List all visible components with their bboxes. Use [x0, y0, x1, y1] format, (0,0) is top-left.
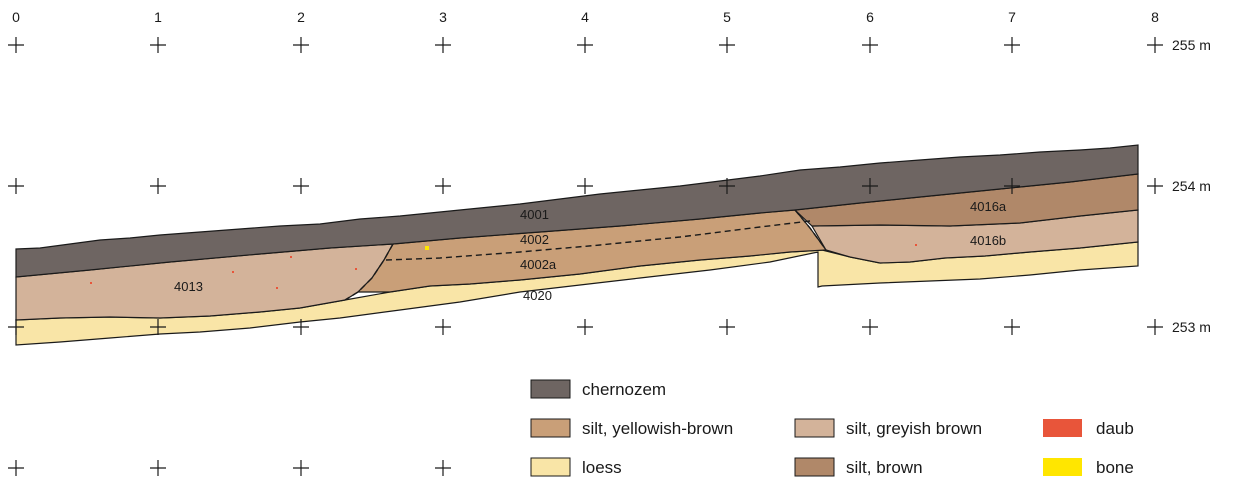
y-tick-label: 255 m: [1172, 37, 1211, 53]
grid-cross: [8, 460, 24, 476]
layer-label-4020: 4020: [523, 288, 552, 303]
legend-swatch: [794, 418, 835, 438]
legend-label: silt, yellowish-brown: [582, 419, 733, 438]
layer-label-4013: 4013: [174, 279, 203, 294]
legend-label: silt, brown: [846, 458, 923, 477]
daub-fragment: [915, 244, 917, 246]
layer-label-4001: 4001: [520, 207, 549, 222]
y-tick-label: 254 m: [1172, 178, 1211, 194]
legend-label: loess: [582, 458, 622, 477]
grid-cross: [1004, 319, 1020, 335]
daub-fragment: [90, 282, 92, 284]
grid-cross: [1147, 319, 1163, 335]
grid-cross: [1004, 178, 1020, 194]
layer-labels: 4001 4002 4002a 4013 4016a 4016b 4020: [174, 199, 1007, 303]
grid-cross: [293, 319, 309, 335]
legend-swatch: [530, 418, 571, 438]
x-tick-label: 6: [866, 9, 874, 25]
layer-label-4002: 4002: [520, 232, 549, 247]
x-tick-label: 4: [581, 9, 589, 25]
grid-cross: [577, 178, 593, 194]
y-axis-labels: 255 m 254 m 253 m: [1172, 37, 1211, 335]
grid-cross: [150, 319, 166, 335]
x-tick-label: 2: [297, 9, 305, 25]
layer-label-4016b: 4016b: [970, 233, 1006, 248]
grid-cross: [719, 319, 735, 335]
grid-cross: [435, 319, 451, 335]
legend-swatch: [1043, 458, 1082, 476]
legend-swatch: [530, 379, 571, 399]
grid-cross: [719, 178, 735, 194]
grid-cross: [150, 37, 166, 53]
legend-item-silt-brown: silt, brown: [794, 457, 923, 477]
grid-cross: [293, 37, 309, 53]
daub-fragment: [232, 271, 234, 273]
legend: chernozem silt, yellowish-brown loess si…: [530, 379, 1134, 477]
legend-item-bone: bone: [1043, 458, 1134, 477]
legend-swatch: [1043, 419, 1082, 437]
legend-label: chernozem: [582, 380, 666, 399]
layer-label-4002a: 4002a: [520, 257, 557, 272]
x-tick-label: 7: [1008, 9, 1016, 25]
inclusions-group: [90, 244, 917, 289]
x-tick-label: 3: [439, 9, 447, 25]
legend-item-silt-greyish-brown: silt, greyish brown: [794, 418, 982, 438]
grid-cross: [435, 460, 451, 476]
grid-cross: [577, 319, 593, 335]
x-tick-label: 5: [723, 9, 731, 25]
grid-cross: [719, 37, 735, 53]
layer-4001: [15, 144, 1139, 278]
grid-cross: [862, 37, 878, 53]
grid-cross: [8, 37, 24, 53]
legend-swatch: [530, 457, 571, 477]
grid-cross: [150, 178, 166, 194]
grid-cross: [577, 37, 593, 53]
legend-item-daub: daub: [1043, 419, 1134, 438]
grid-cross: [862, 178, 878, 194]
x-tick-label: 8: [1151, 9, 1159, 25]
daub-fragment: [290, 256, 292, 258]
layer-label-4016a: 4016a: [970, 199, 1007, 214]
interface-4002-4002a: [385, 220, 811, 261]
legend-item-silt-yellowish-brown: silt, yellowish-brown: [530, 418, 733, 438]
interface-4013-4002a: [344, 243, 394, 301]
grid-cross: [293, 460, 309, 476]
grid-cross: [1004, 37, 1020, 53]
grid-cross: [1147, 178, 1163, 194]
layers-group: [15, 144, 1139, 346]
legend-label: daub: [1096, 419, 1134, 438]
y-tick-label: 253 m: [1172, 319, 1211, 335]
grid-cross: [862, 319, 878, 335]
grid-cross: [435, 37, 451, 53]
grid-crosses: [8, 37, 1163, 476]
interfaces-group: [344, 209, 827, 301]
x-axis-labels: 0 1 2 3 4 5 6 7 8: [12, 9, 1159, 25]
bone-fragment: [425, 246, 429, 250]
legend-label: silt, greyish brown: [846, 419, 982, 438]
grid-cross: [150, 460, 166, 476]
grid-cross: [1147, 37, 1163, 53]
legend-swatch: [794, 457, 835, 477]
grid-cross: [8, 319, 24, 335]
grid-cross: [435, 178, 451, 194]
daub-fragment: [355, 268, 357, 270]
daub-fragment: [276, 287, 278, 289]
x-tick-label: 1: [154, 9, 162, 25]
legend-label: bone: [1096, 458, 1134, 477]
legend-item-chernozem: chernozem: [530, 379, 666, 399]
legend-item-loess: loess: [530, 457, 622, 477]
x-tick-label: 0: [12, 9, 20, 25]
grid-cross: [8, 178, 24, 194]
grid-cross: [293, 178, 309, 194]
interface-4016a-4002: [794, 209, 827, 251]
